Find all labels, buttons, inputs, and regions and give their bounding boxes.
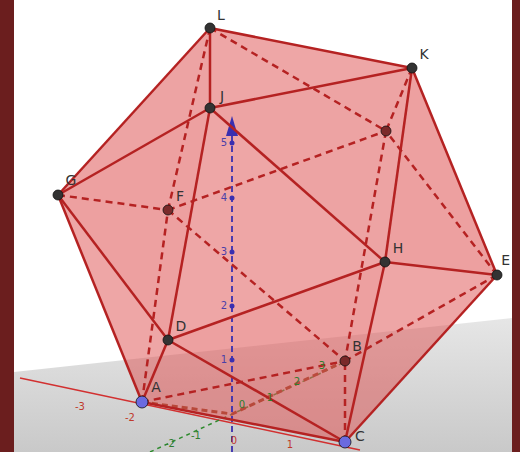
- vertex-point: [340, 356, 350, 366]
- axis-tick: [230, 141, 235, 146]
- axis-tick: [230, 250, 235, 255]
- vertex-label: D: [176, 319, 187, 333]
- polyhedron-edge: [386, 68, 412, 131]
- vertex-label: B: [352, 339, 362, 353]
- axis-number: -3: [75, 402, 85, 412]
- vertex-point: [205, 23, 215, 33]
- polyhedron-edge: [344, 361, 347, 442]
- vertex-label: G: [66, 173, 77, 187]
- polyhedron-edge: [385, 262, 497, 275]
- polyhedron-edge: [209, 28, 212, 108]
- vertex-point: [380, 257, 390, 267]
- vertex-label: L: [217, 8, 225, 22]
- polyhedron-edge: [345, 262, 385, 442]
- axis-number: 0: [239, 400, 245, 410]
- polyhedron-edge: [412, 68, 497, 275]
- vertex-point: [53, 190, 63, 200]
- z-axis: [231, 128, 233, 452]
- polyhedron-edge: [58, 28, 210, 195]
- vertex-point: [163, 335, 173, 345]
- polyhedron-edge: [210, 28, 412, 68]
- polyhedron-edge: [168, 262, 385, 340]
- solid-fill: [58, 28, 497, 442]
- polyhedron-edge: [58, 195, 168, 210]
- polyhedron-edge: [142, 361, 345, 402]
- front-face: [210, 68, 412, 262]
- icosahedron-illustration: [14, 0, 512, 452]
- vertex-label: F: [176, 189, 184, 203]
- polyhedron-edge: [58, 195, 142, 402]
- polyhedron-edge: [345, 275, 497, 442]
- vertex-label: A: [151, 380, 161, 394]
- vertex-point: [339, 436, 351, 448]
- front-face: [345, 262, 497, 442]
- polyhedron-edge: [345, 275, 497, 361]
- polyhedron-edge: [386, 131, 497, 275]
- vertex-point: [407, 63, 417, 73]
- axis-number: 4: [221, 193, 227, 203]
- axis-number: 1: [287, 440, 293, 450]
- vertex-label: K: [419, 47, 428, 61]
- front-face: [58, 195, 168, 402]
- vertex-point: [492, 270, 502, 280]
- axis-number: 2: [221, 301, 227, 311]
- vertex-point: [163, 205, 173, 215]
- axis-number: 5: [221, 138, 227, 148]
- polyhedron-edge: [142, 210, 168, 402]
- axis-number: 2: [294, 377, 300, 387]
- vertex-point: [205, 103, 215, 113]
- vertex-point: [136, 396, 148, 408]
- axis-number: 1: [221, 355, 227, 365]
- axis-tick: [230, 358, 235, 363]
- vertex-label: H: [393, 241, 404, 255]
- front-face: [385, 68, 497, 275]
- vertex-label: E: [501, 253, 510, 267]
- polyhedron-edge: [168, 131, 386, 210]
- polyhedron-edge: [168, 108, 210, 340]
- polyhedron-edge: [385, 68, 412, 262]
- axis-tick: [230, 196, 235, 201]
- axis-number: 3: [221, 247, 227, 257]
- drawing-area: L K J G F H E D B A C 5 4 3 2 1 -3 -2 0 1 -2 -1 0 1 2 3: [14, 0, 512, 452]
- vertex-point: [381, 126, 391, 136]
- axis-number: -2: [125, 413, 135, 423]
- polyhedron-edge: [58, 108, 210, 195]
- polyhedron-edge: [345, 131, 386, 361]
- polyhedron-edge: [142, 340, 168, 402]
- axis-number: 1: [267, 393, 273, 403]
- polyhedron-edge: [58, 195, 168, 340]
- polyhedron-edge: [168, 210, 345, 361]
- axis-number: -1: [191, 431, 201, 441]
- polyhedron-edge: [210, 68, 412, 108]
- axis-number: 3: [319, 361, 325, 371]
- axis-number: -2: [165, 439, 175, 449]
- vertex-label: C: [355, 429, 365, 443]
- vertex-label: J: [220, 89, 224, 103]
- axis-tick: [230, 304, 235, 309]
- axis-number: 0: [231, 436, 237, 446]
